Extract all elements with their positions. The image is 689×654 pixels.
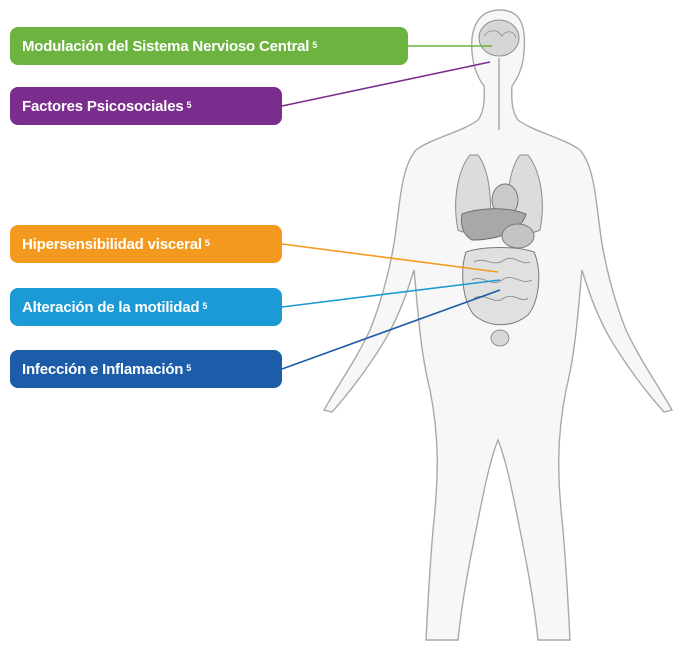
label-motility-alteration-ref: 5 [202,301,207,311]
label-visceral-hypersensitivity-ref: 5 [205,238,210,248]
intestines-shape [463,248,539,325]
label-visceral-hypersensitivity-text: Hipersensibilidad visceral [22,236,202,253]
label-psychosocial-factors-text: Factores Psicosociales [22,98,184,115]
label-cns-modulation-text: Modulación del Sistema Nervioso Central [22,38,309,55]
label-infection-inflammation-ref: 5 [186,363,191,373]
label-psychosocial-factors-ref: 5 [187,100,192,110]
label-infection-inflammation-text: Infección e Inflamación [22,361,183,378]
label-cns-modulation-ref: 5 [312,40,317,50]
leader-line-psychosocial [282,62,490,106]
stomach-shape [502,224,534,248]
label-motility-alteration-text: Alteración de la motilidad [22,299,199,316]
bladder-shape [491,330,509,346]
brain-shape [479,20,519,56]
